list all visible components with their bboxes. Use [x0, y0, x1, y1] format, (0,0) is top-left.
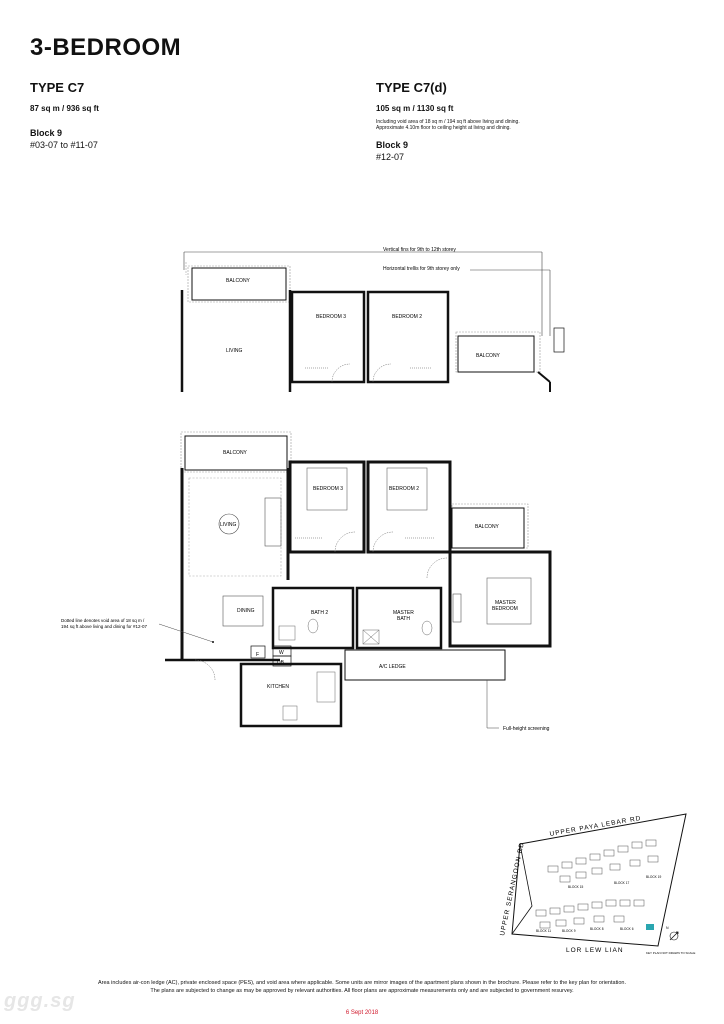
upper-bedroom3-label: BEDROOM 3	[316, 314, 346, 320]
key-block-8: BLOCK 8	[590, 927, 604, 931]
road-upper-serangoon: UPPER SERANGOON RD	[499, 841, 526, 936]
master-bath-label-2: BATH	[397, 616, 410, 622]
key-block-17: BLOCK 17	[614, 881, 629, 885]
void-area-note-1: Dotted line denotes void area of 18 sq m…	[61, 618, 145, 623]
bedroom3-label: BEDROOM 3	[313, 486, 343, 492]
key-plan-scale-note: KEY PLAN NOT DRAWN TO SCALE	[646, 951, 695, 955]
unit-numbers-right: #12-07	[376, 152, 405, 162]
master-bedroom-label-1: MASTER	[495, 600, 516, 606]
kitchen-label: KITCHEN	[267, 684, 289, 690]
living-label: LIVING	[220, 522, 237, 528]
unit-size-left: 87 sq m / 936 sq ft	[30, 104, 99, 113]
bath2-label: BATH 2	[311, 610, 328, 616]
key-plan: UPPER PAYA LEBAR RD UPPER SERANGOON RD L…	[499, 813, 695, 955]
unit-numbers-left: #03-07 to #11-07	[30, 140, 98, 150]
footer-date: 6 Sept 2018	[345, 1010, 379, 1016]
balcony-top-label: BALCONY	[223, 450, 248, 456]
unit-type-left: TYPE C7	[30, 80, 85, 95]
compass-n-label: N	[666, 926, 669, 930]
key-block-9: BLOCK 9	[562, 929, 576, 933]
trellis-annotation: Horizontal trellis for 9th storey only	[383, 266, 460, 272]
key-block-11: BLOCK 11	[536, 929, 551, 933]
unit-highlight-marker	[646, 924, 654, 930]
upper-floor-plan: Vertical fins for 9th to 12th storey Hor…	[180, 247, 565, 392]
footer-disclaimer-2: The plans are subjected to change as may…	[150, 988, 574, 994]
upper-bedroom2-label: BEDROOM 2	[392, 314, 422, 320]
footer-disclaimer-1: Area includes air-con ledge (AC), privat…	[98, 980, 626, 986]
void-area-note-2: 194 sq ft above living and dining for #1…	[61, 624, 148, 629]
key-block-6: BLOCK 6	[620, 927, 634, 931]
ac-ledge-label: A/C LEDGE	[379, 664, 406, 670]
master-bath-label-1: MASTER	[393, 610, 414, 616]
balcony-right-label: BALCONY	[475, 524, 500, 530]
screening-annotation: Full-height screening	[503, 726, 550, 732]
watermark-logo: ggg.sg	[4, 990, 76, 1012]
upper-living-label: LIVING	[226, 348, 243, 354]
void-note-line1: Including void area of 18 sq m / 194 sq …	[376, 119, 520, 125]
bedroom2-label: BEDROOM 2	[389, 486, 419, 492]
key-block-19: BLOCK 19	[646, 875, 661, 879]
fins-annotation: Vertical fins for 9th to 12th storey	[383, 247, 456, 253]
fridge-label: F	[256, 652, 259, 658]
unit-size-right: 105 sq m / 1130 sq ft	[376, 104, 454, 113]
unit-block-right: Block 9	[376, 140, 409, 150]
page-title: 3-BEDROOM	[30, 34, 182, 61]
unit-block-left: Block 9	[30, 128, 63, 138]
washer-label: W	[279, 650, 284, 656]
road-lor-lew-lian: LOR LEW LIAN	[566, 947, 624, 954]
road-upper-paya-lebar: UPPER PAYA LEBAR RD	[549, 815, 642, 838]
dining-label: DINING	[237, 608, 255, 614]
compass-icon	[669, 931, 679, 941]
key-block-15: BLOCK 15	[568, 885, 583, 889]
master-bedroom-label-2: BEDROOM	[492, 606, 518, 612]
unit-type-right: TYPE C7(d)	[376, 80, 447, 95]
upper-balcony-label: BALCONY	[226, 278, 251, 284]
void-note-line2: Approximate 4.10m floor to ceiling heigh…	[376, 125, 511, 131]
upper-balcony-right-label: BALCONY	[476, 353, 501, 359]
main-floor-plan: BALCONY LIVING BEDROOM 3 BEDROOM 2 BALCO…	[61, 431, 552, 732]
